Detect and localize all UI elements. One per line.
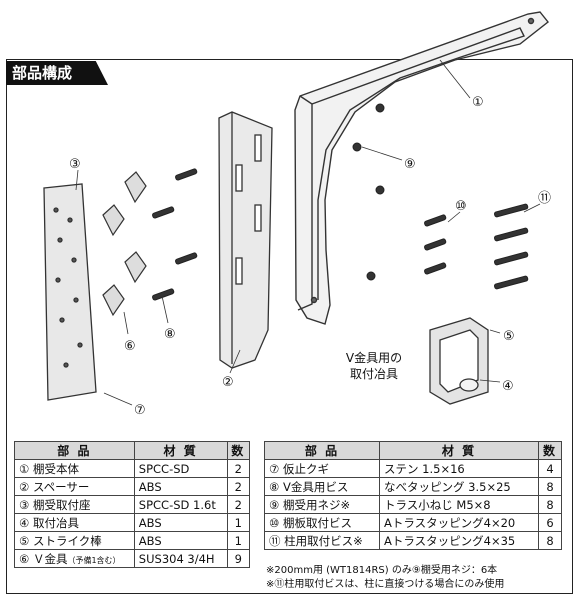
spacer-drawing	[218, 111, 273, 369]
callout-11: ⑪	[538, 191, 551, 206]
footnote-1: ※200mm用 (WT1814RS) のみ⑨棚受用ネジ：6本	[266, 565, 498, 576]
table-row: ③ 棚受取付座 SPCC-SD 1.6t 2	[14, 495, 250, 514]
callout-1: ①	[472, 95, 484, 110]
parts-table-right: 部 品 材 質 数 ⑦ 仮止クギ ステン 1.5×16 4 ⑧ V金具用ビス な…	[264, 441, 562, 550]
frame-top-border	[6, 59, 573, 60]
footnote-2: ※⑪柱用取付ビスは、柱に直接つける場合にのみ使用	[266, 579, 505, 590]
callout-3: ③	[69, 157, 81, 172]
v-jig-label-line2: 取付冶具	[349, 367, 398, 381]
section-title: 部品構成	[6, 61, 108, 85]
callout-numbers: ① ② ③ ④ ⑤ ⑥ ⑦ ⑧ ⑨ ⑩ ⑪	[69, 95, 551, 418]
table-row: ④ 取付冶具 ABS 1	[14, 513, 250, 532]
table-row: ⑪ 柱用取付ビス※ Aトラスタッピング4×35 8	[264, 531, 562, 550]
col-part: 部 品	[14, 441, 135, 460]
callout-5: ⑤	[503, 329, 515, 344]
right-screws-drawing	[352, 103, 529, 290]
part-note: （予備1含む）	[67, 555, 121, 565]
table-row: ⑥ Ｖ金具（予備1含む） SUS304 3/4H 9	[14, 549, 250, 568]
table-row: ① 棚受本体 SPCC-SD 2	[14, 459, 250, 478]
callout-8: ⑧	[164, 327, 176, 342]
callout-10: ⑩	[455, 199, 467, 214]
col-part: 部 品	[264, 441, 380, 460]
callout-9: ⑨	[404, 157, 416, 172]
v-brackets-drawing	[102, 171, 147, 317]
callout-2: ②	[222, 375, 234, 390]
mounting-plate-drawing	[43, 183, 97, 401]
callout-7: ⑦	[134, 403, 146, 418]
table-row: ⑨ 棚受用ネジ※ トラス小ねじ M5×8 8	[264, 495, 562, 514]
jig-drawing	[429, 317, 489, 405]
shelf-bracket-drawing	[294, 11, 549, 325]
callout-6: ⑥	[124, 339, 136, 354]
callout-4: ④	[502, 379, 514, 394]
col-qty: 数	[538, 441, 562, 460]
screws-drawing	[152, 168, 198, 301]
table-row: ⑦ 仮止クギ ステン 1.5×16 4	[264, 459, 562, 478]
table-row: ⑤ ストライク棒 ABS 1	[14, 531, 250, 550]
table-row: ② スペーサー ABS 2	[14, 477, 250, 496]
col-qty: 数	[226, 441, 250, 460]
col-material: 材 質	[379, 441, 539, 460]
parts-frame	[6, 59, 573, 594]
v-jig-label-line1: V金具用の	[345, 351, 403, 365]
leader-lines	[75, 59, 541, 406]
col-material: 材 質	[133, 441, 228, 460]
parts-table-left: 部 品 材 質 数 ① 棚受本体 SPCC-SD 2 ② スペーサー ABS 2…	[14, 441, 250, 568]
v-jig-label: V金具用の 取付冶具	[334, 350, 414, 382]
table-row: ⑩ 棚板取付ビス Aトラスタッピング4×20 6	[264, 513, 562, 532]
footnotes: ※200mm用 (WT1814RS) のみ⑨棚受用ネジ：6本 ※⑪柱用取付ビスは…	[266, 564, 504, 592]
table-row: ⑧ V金具用ビス なべタッピング 3.5×25 8	[264, 477, 562, 496]
